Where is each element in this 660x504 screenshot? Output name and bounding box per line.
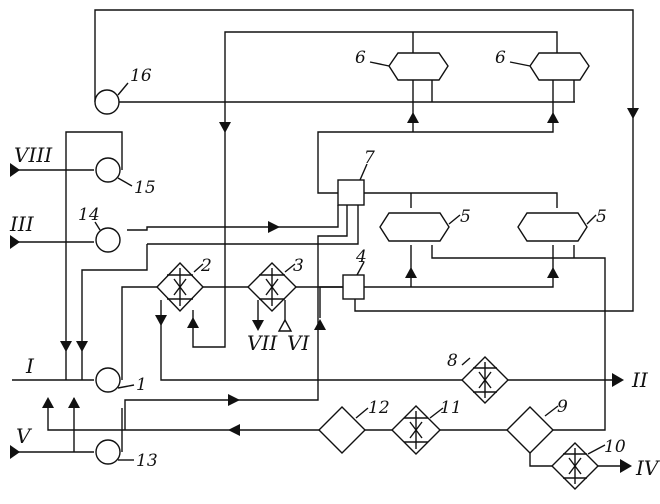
arrow-down-2-out <box>155 315 167 326</box>
flow-arrows <box>10 108 639 473</box>
label-stream-2: II <box>631 368 649 392</box>
unit-16-pump <box>94 89 120 115</box>
pipe-top-header <box>224 31 558 298</box>
label-15: 15 <box>134 178 156 198</box>
arrow-down-15 <box>60 341 72 352</box>
label-stream-4: IV <box>635 456 660 480</box>
unit-8-heat-exchanger <box>461 356 509 404</box>
pipe-14-to-7 <box>127 205 339 231</box>
label-9: 9 <box>557 397 568 417</box>
label-stream-6: VI <box>287 331 310 355</box>
pipe-lines <box>12 9 634 467</box>
arrow-up-4-to-7 <box>314 319 326 330</box>
arrow-right-II <box>612 373 624 387</box>
pipe-7-to-5 <box>364 192 558 208</box>
unit-1-pump <box>95 367 121 393</box>
arrow-up-2-loop <box>187 317 199 328</box>
label-stream-3: III <box>9 212 35 236</box>
unit-5a-vessel <box>379 212 450 242</box>
pipe-4-to-5 <box>364 245 554 288</box>
unit-13-pump <box>95 439 121 465</box>
arrow-right-IV <box>620 459 632 473</box>
arrow-right-7-down <box>228 394 240 406</box>
pipe-9-to-10 <box>529 453 552 467</box>
arrow-stream-8-in <box>10 163 20 177</box>
label-5a: 5 <box>460 207 471 227</box>
arrow-down-outer-loop <box>627 108 639 119</box>
unit-6a-vessel <box>388 52 449 81</box>
unit-5b-vessel <box>517 212 588 242</box>
unit-7-box <box>337 179 365 206</box>
label-10: 10 <box>604 437 626 457</box>
unit-15-pump <box>95 157 121 183</box>
arrow-up-6a <box>407 112 419 123</box>
label-12: 12 <box>368 398 390 418</box>
unit-14-pump <box>95 227 121 253</box>
label-stream-7: VII <box>247 331 278 355</box>
pipe-4-to-7 <box>319 286 343 318</box>
arrow-stream-3-in <box>10 235 20 249</box>
label-stream-8: VIII <box>14 143 53 167</box>
arrow-open-VI <box>277 318 293 332</box>
unit-3-heat-exchanger <box>247 262 297 312</box>
label-14: 14 <box>78 205 100 225</box>
unit-10-heat-exchanger <box>551 442 599 490</box>
pipe-outer-loop <box>94 9 634 312</box>
arrow-up-5b <box>547 267 559 278</box>
label-6b: 6 <box>495 48 506 68</box>
arrow-up-13 <box>68 397 80 408</box>
pipe-7-to-6 <box>317 80 554 194</box>
pipe-14-feed <box>81 244 148 380</box>
label-stream-1: I <box>25 354 35 378</box>
unit-12-separator <box>318 406 366 454</box>
pipe-2-bottom-loop <box>192 298 226 348</box>
label-5b: 5 <box>596 207 607 227</box>
arrow-down-top-header <box>219 122 231 133</box>
label-16: 16 <box>130 66 152 86</box>
arrow-stream-5-in <box>10 445 20 459</box>
arrow-right-14-to-7 <box>268 221 280 233</box>
pipe-12-to-left <box>47 400 320 431</box>
label-3: 3 <box>293 256 304 276</box>
arrow-down-VII <box>252 320 264 331</box>
pipe-7-down-2 <box>147 205 359 245</box>
pipe-1-to-2 <box>121 286 157 380</box>
unit-9-separator <box>506 406 554 454</box>
unit-6b-vessel <box>529 52 590 81</box>
unit-4-box <box>342 274 365 300</box>
pipe-5-to-9 <box>431 245 606 431</box>
arrow-up-5a <box>405 267 417 278</box>
arrow-left-12 <box>228 424 240 436</box>
pipe-15-loop <box>65 131 123 380</box>
arrow-up-12-return <box>42 397 54 408</box>
leader-lines <box>94 61 606 461</box>
label-stream-5: V <box>16 424 33 448</box>
label-2: 2 <box>200 256 212 276</box>
unit-2-heat-exchanger <box>156 261 204 313</box>
label-4: 4 <box>355 247 367 267</box>
pipe-7-down <box>124 205 348 430</box>
label-13: 13 <box>136 451 158 471</box>
unit-11-heat-exchanger <box>391 405 441 455</box>
stream-labels: VIII III I V VII VI II IV <box>9 143 660 480</box>
label-6a: 6 <box>355 48 366 68</box>
label-11: 11 <box>440 398 462 418</box>
arrow-down-14 <box>76 341 88 352</box>
label-1: 1 <box>136 375 147 395</box>
arrow-up-6b <box>547 112 559 123</box>
label-8: 8 <box>447 351 458 371</box>
unit-labels: 16 15 14 1 13 6 6 5 5 7 4 2 3 8 9 10 11 … <box>78 48 626 471</box>
pipe-2-to-8 <box>160 300 462 381</box>
label-7: 7 <box>364 148 375 168</box>
equipment <box>94 52 599 490</box>
